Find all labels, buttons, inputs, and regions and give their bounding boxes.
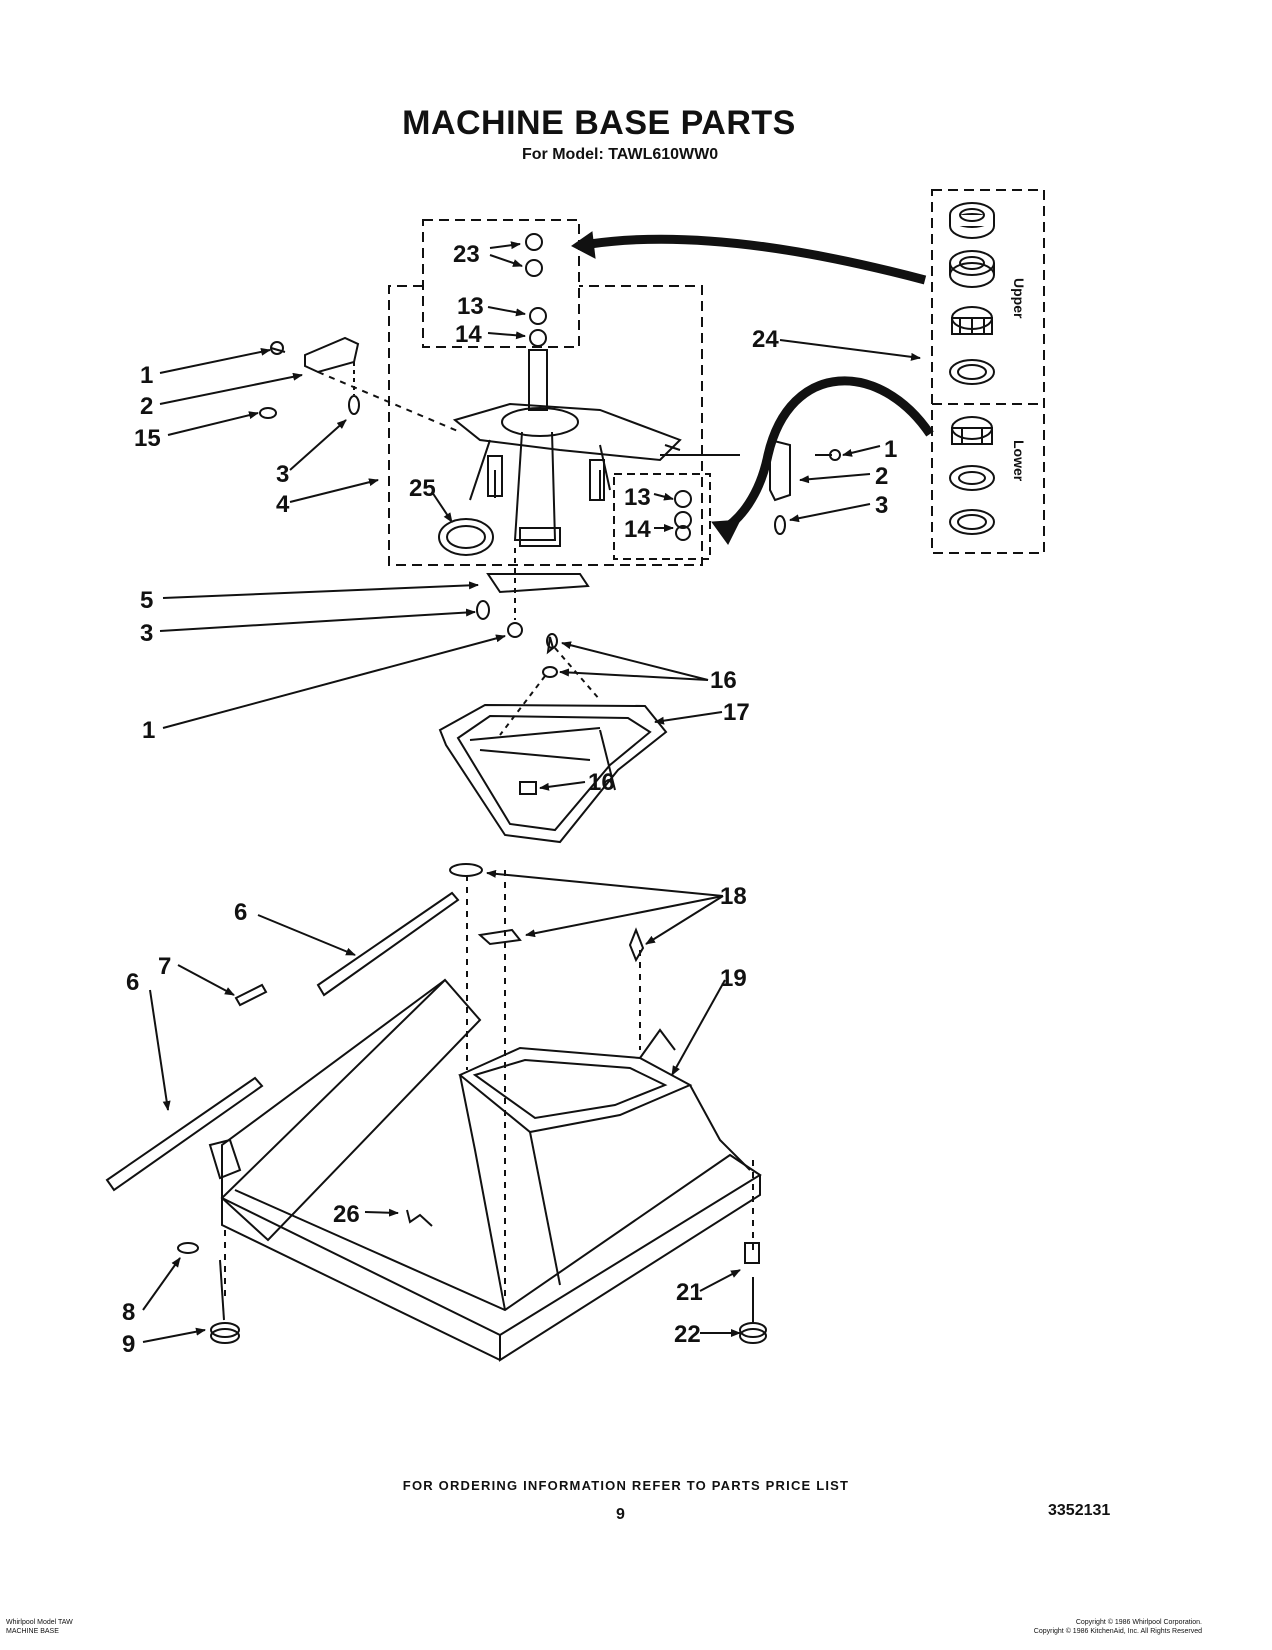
callout-25: 25 xyxy=(409,475,436,502)
transmission-assembly xyxy=(452,349,740,547)
callout-3: 3 xyxy=(276,461,289,488)
suspension-frame xyxy=(438,633,668,844)
callout-5: 5 xyxy=(140,587,153,614)
callout-18: 18 xyxy=(720,883,747,910)
callout-14: 14 xyxy=(455,321,482,348)
clamp-ring xyxy=(438,518,494,556)
callout-26: 26 xyxy=(333,1201,360,1228)
ordering-note: FOR ORDERING INFORMATION REFER TO PARTS … xyxy=(402,1478,850,1493)
model-subtitle: For Model: TAWL610WW0 xyxy=(522,146,719,163)
callout-14-lower: 14 xyxy=(624,516,651,543)
callout-15: 15 xyxy=(134,425,161,452)
callout-17: 17 xyxy=(723,699,750,726)
upper-bearing-label: Upper xyxy=(1011,278,1027,319)
right-bracket-hardware xyxy=(769,438,841,535)
upper-bearing-parts xyxy=(525,233,547,347)
callout-16: 16 xyxy=(710,667,737,694)
callout-24: 24 xyxy=(752,326,779,353)
page-title: MACHINE BASE PARTS xyxy=(402,104,796,142)
brace-and-hardware xyxy=(476,548,590,638)
callout-4: 4 xyxy=(276,491,290,518)
callout-1: 1 xyxy=(140,362,153,389)
callout-19: 19 xyxy=(720,965,747,992)
callout-21: 21 xyxy=(676,1279,703,1306)
callout-13-lower: 13 xyxy=(624,484,651,511)
bearing-kit-drawing xyxy=(949,202,995,535)
copyright-text: Copyright © 1986 Whirlpool Corporation. … xyxy=(1034,1618,1202,1636)
footer-left-line2: MACHINE BASE xyxy=(6,1628,59,1635)
callout-23: 23 xyxy=(453,241,480,268)
callout-22: 22 xyxy=(674,1321,701,1348)
callout-9: 9 xyxy=(122,1331,135,1358)
base-hardware xyxy=(105,863,767,1344)
footer-left-line1: Whirlpool Model TAW xyxy=(6,1619,73,1626)
lower-bearing-label: Lower xyxy=(1011,440,1027,482)
callout-16-frame: 16 xyxy=(588,769,615,796)
upper-bearing-callout-box xyxy=(422,219,580,348)
callout-6: 6 xyxy=(234,899,247,926)
footer-left-text: Whirlpool Model TAW MACHINE BASE xyxy=(6,1618,73,1636)
callout-2-right: 2 xyxy=(875,463,888,490)
copyright-line2: Copyright © 1986 KitchenAid, Inc. All Ri… xyxy=(1033,1628,1202,1635)
callout-8: 8 xyxy=(122,1299,135,1326)
copyright-line1: Copyright © 1986 Whirlpool Corporation. xyxy=(1075,1619,1202,1626)
left-bracket-hardware xyxy=(259,336,461,433)
callout-1-brace: 1 xyxy=(142,717,155,744)
callout-3-brace: 3 xyxy=(140,620,153,647)
callout-1-right: 1 xyxy=(884,436,897,463)
lower-bearing-callout-box xyxy=(613,473,711,560)
transmission-assembly-box xyxy=(388,285,703,566)
leader-lines xyxy=(142,241,921,1343)
callout-6-lower: 6 xyxy=(126,969,139,996)
bearing-kit-box xyxy=(931,189,1045,554)
callout-2: 2 xyxy=(140,393,153,420)
page-number: 9 xyxy=(616,1506,625,1523)
callout-7: 7 xyxy=(158,953,171,980)
callout-3-right: 3 xyxy=(875,492,888,519)
lower-bearing-parts xyxy=(674,490,692,541)
callout-13: 13 xyxy=(457,293,484,320)
machine-base-frame xyxy=(208,870,762,1362)
document-number: 3352131 xyxy=(1048,1502,1111,1519)
